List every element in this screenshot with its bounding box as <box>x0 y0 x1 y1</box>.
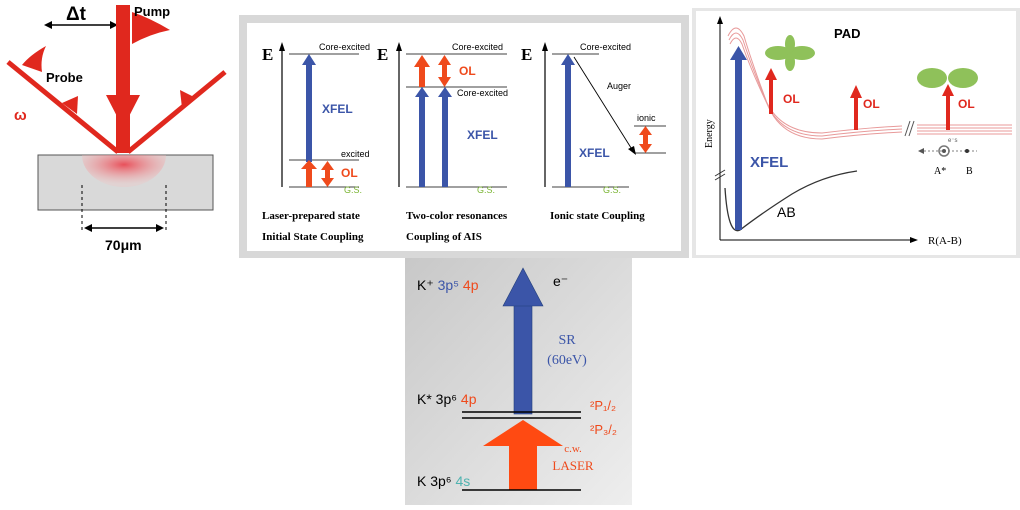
a-star-label: A* <box>934 166 946 177</box>
ol-arrow-double <box>643 134 648 145</box>
excited-state-label: K* 3p⁶ 4p <box>417 391 477 407</box>
ol-label-1: OL <box>783 92 800 106</box>
energy-axis-label: E <box>377 45 388 64</box>
caption-line2: Initial State Coupling <box>262 231 364 243</box>
xfel-arrow <box>735 58 742 230</box>
ol-label-3: OL <box>958 97 975 111</box>
gs-label: G.S. <box>344 185 362 195</box>
b-label: B <box>966 166 973 177</box>
xfel-label: XFEL <box>579 146 610 160</box>
ol-arrow-double <box>442 64 447 78</box>
ol-arrow-2 <box>854 96 858 130</box>
size-label: 70μm <box>105 237 142 253</box>
xfel-label: XFEL <box>467 128 498 142</box>
atom-b <box>965 149 969 153</box>
p32-label: ²P₃/₂ <box>590 422 617 437</box>
ol-label: OL <box>341 166 358 180</box>
energy-axis-label: E <box>262 45 273 64</box>
omega-label: ω <box>14 107 27 124</box>
sr-arrow <box>513 303 533 415</box>
auger-label: Auger <box>607 81 631 91</box>
pad-lobes-1 <box>765 35 815 71</box>
laser-label-line1: c.w. <box>564 443 582 455</box>
caption-line1: Laser-prepared state <box>262 210 360 222</box>
ionized-state-label: K⁺ 3p⁵ 4p <box>417 277 479 293</box>
gs-label: G.S. <box>477 185 495 195</box>
caption-line1: Two-color resonances <box>406 210 508 222</box>
coupling-schemes-diagram: E Core-excited excited XFEL OL G.S. Lase… <box>247 23 681 251</box>
pad-label: PAD <box>834 26 860 41</box>
xfel-label: XFEL <box>750 154 788 171</box>
scheme-initial-state: E Core-excited excited XFEL OL G.S. Lase… <box>262 42 370 243</box>
small-label: e⁻s <box>948 138 958 144</box>
ionic-label: ionic <box>637 113 656 123</box>
ol-arrow-up <box>306 168 312 187</box>
core-excited-label: Core-excited <box>580 42 631 52</box>
sr-energy-label: (60eV) <box>547 353 587 368</box>
laser-arrow <box>509 444 537 490</box>
energy-axis-label: E <box>521 45 532 64</box>
xfel-arrow <box>565 65 571 187</box>
xfel-label: XFEL <box>322 102 353 116</box>
ol-arrow-3 <box>946 94 950 130</box>
p12-label: ²P₁/₂ <box>590 398 616 413</box>
probe-label: Probe <box>46 70 83 85</box>
xfel-arrow-left <box>419 97 425 187</box>
excitation-spot <box>82 155 166 187</box>
r-axis-label: R(A-B) <box>928 235 962 247</box>
ol-arrow-up <box>419 66 425 87</box>
potential-curve-diagram: Energy R(A-B) AB XFEL OL OL OL <box>696 11 1016 255</box>
reflected-beam <box>126 70 227 154</box>
ol-label: OL <box>459 64 476 78</box>
caption-line2: Coupling of AIS <box>406 231 482 243</box>
pump-probe-panel: Δt Pump Probe ω 70μm <box>0 0 235 260</box>
auger-arrow <box>573 56 634 152</box>
core-excited-mid-label: Core-excited <box>457 88 508 98</box>
excited-state-curves <box>727 27 1012 140</box>
pad-lobes-2 <box>917 68 978 88</box>
probe-beam <box>6 60 120 154</box>
probe-pulse-icon <box>22 46 46 72</box>
potassium-level-diagram: K⁺ 3p⁵ 4p e⁻ SR (60eV) K* 3p⁶ 4p ²P₁/₂ ²… <box>405 258 632 505</box>
pump-beam <box>116 5 130 153</box>
ground-state-curve <box>724 170 858 232</box>
pump-probe-diagram: Δt Pump Probe ω 70μm <box>6 4 227 253</box>
ol-arrow-double <box>325 169 330 179</box>
energy-axis-label: Energy <box>704 119 715 148</box>
ground-state-label: K 3p⁶ 4s <box>417 473 470 489</box>
laser-label-line2: LASER <box>552 458 594 473</box>
core-excited-top-label: Core-excited <box>452 42 503 52</box>
scheme-two-color: E Core-excited Core-excited XFEL OL G.S.… <box>377 42 508 243</box>
excited-label: excited <box>341 149 370 159</box>
ab-label: AB <box>777 204 796 220</box>
ol-label-2: OL <box>863 97 880 111</box>
sr-label: SR <box>558 333 576 348</box>
potential-curve-panel: Energy R(A-B) AB XFEL OL OL OL <box>692 8 1020 258</box>
ol-arrow-1 <box>769 78 773 114</box>
scheme-ionic: E Core-excited XFEL Auger ionic G.S. Ion… <box>521 42 666 222</box>
potassium-level-panel: K⁺ 3p⁵ 4p e⁻ SR (60eV) K* 3p⁶ 4p ²P₁/₂ ²… <box>405 258 632 505</box>
caption-line1: Ionic state Coupling <box>550 210 645 222</box>
core-excited-label: Core-excited <box>319 42 370 52</box>
pump-pulse-icon <box>132 12 170 44</box>
gs-label: G.S. <box>603 185 621 195</box>
electron-label: e⁻ <box>553 273 568 289</box>
delta-t-label: Δt <box>66 4 87 25</box>
coupling-schemes-panel: E Core-excited excited XFEL OL G.S. Lase… <box>239 15 689 258</box>
atom-a-star <box>938 145 950 157</box>
xfel-arrow <box>306 65 312 162</box>
pump-label: Pump <box>134 4 170 19</box>
xfel-arrow-right <box>442 97 448 187</box>
